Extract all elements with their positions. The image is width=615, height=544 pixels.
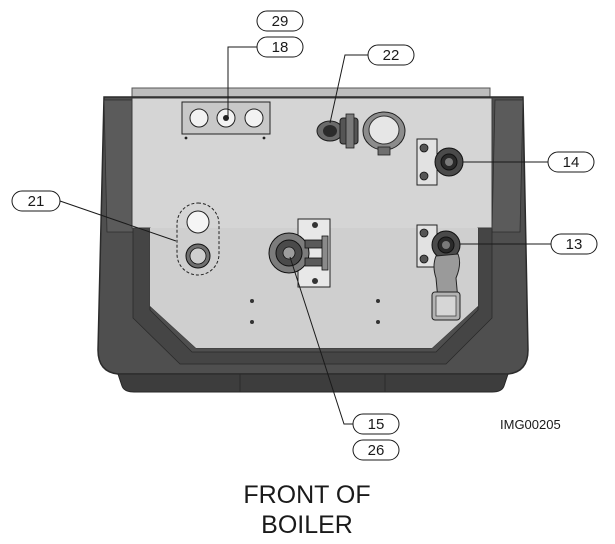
- caption-line-1: FRONT OF: [243, 481, 370, 509]
- callout-29: 29: [256, 10, 304, 32]
- callout-21: 21: [11, 190, 61, 212]
- knockout-plate: [181, 101, 271, 140]
- panel-lower-area: [150, 228, 478, 348]
- callout-18: 18: [256, 36, 304, 58]
- leader-lines: [59, 46, 551, 425]
- gas-connection: [316, 113, 359, 149]
- valve-assembly: [268, 218, 331, 288]
- callout-29-label: 29: [272, 13, 289, 30]
- callout-22-label: 22: [383, 47, 400, 64]
- callout-21-label: 21: [28, 193, 45, 210]
- callout-14-label: 14: [563, 154, 580, 171]
- sight-glass: [362, 111, 406, 156]
- water-inlet-connection: [416, 224, 461, 321]
- callout-18-label: 18: [272, 39, 289, 56]
- drain-knockout: [176, 202, 220, 276]
- callout-15-label: 15: [368, 416, 385, 433]
- callout-15: 15: [352, 413, 400, 435]
- callout-22: 22: [367, 44, 415, 66]
- callout-13-label: 13: [566, 236, 583, 253]
- image-id-label: IMG00205: [500, 417, 561, 432]
- mounting-holes: [250, 299, 380, 324]
- callout-26: 26: [352, 439, 400, 461]
- caption-line-2: BOILER: [261, 511, 353, 539]
- callout-26-label: 26: [368, 442, 385, 459]
- callout-14: 14: [547, 151, 595, 173]
- water-outlet-connection: [416, 138, 464, 186]
- callout-13: 13: [550, 233, 598, 255]
